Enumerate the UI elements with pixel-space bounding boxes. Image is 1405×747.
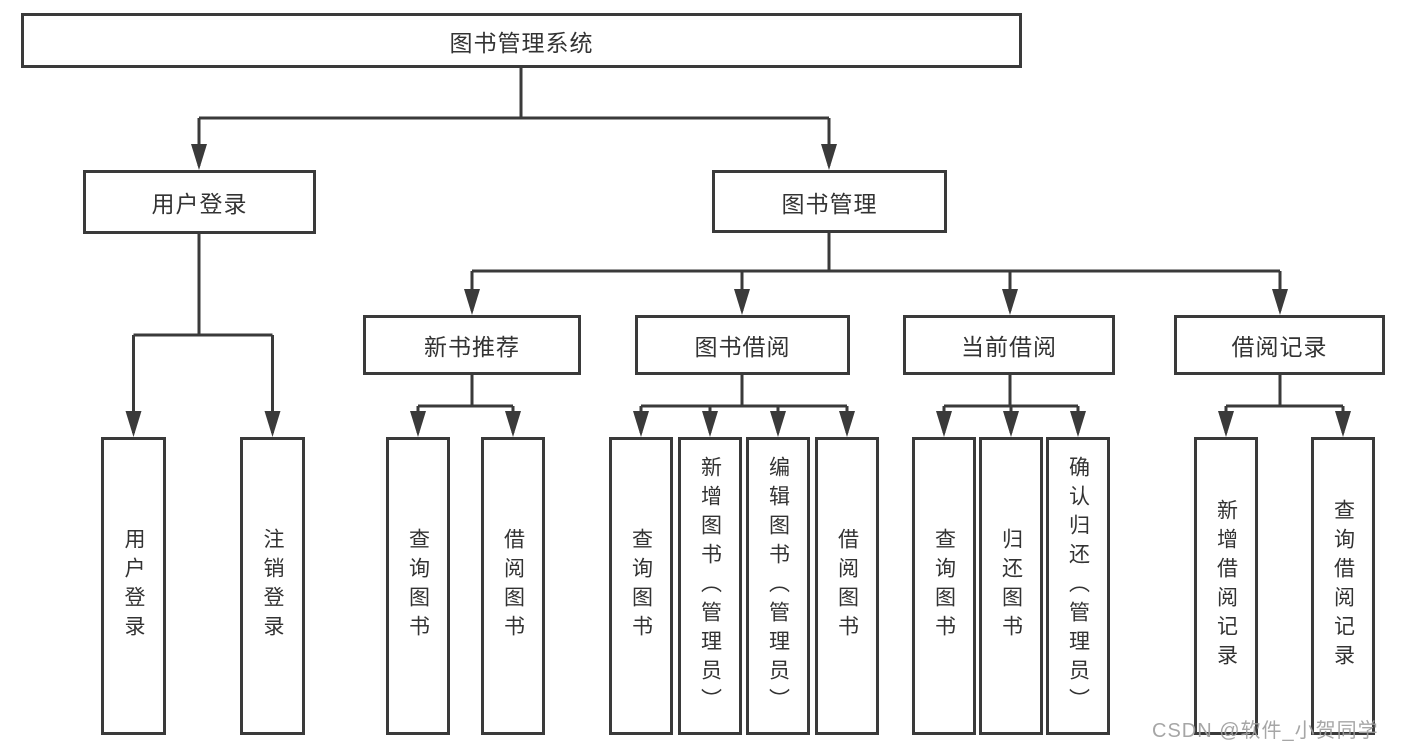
- leaf-logout: 注销登录: [240, 437, 305, 735]
- connector-new-book: [416, 375, 515, 433]
- leaf-add-book-admin: 新增图书（管理员）: [678, 437, 742, 735]
- connector-user-login: [132, 234, 274, 433]
- node-new-book-recommendation: 新书推荐: [363, 315, 581, 375]
- leaf-query-books-2: 查询图书: [609, 437, 673, 735]
- leaf-edit-book-admin: 编辑图书（管理员）: [746, 437, 810, 735]
- connector-book-management: [470, 233, 1282, 311]
- leaf-return-books: 归还图书: [979, 437, 1043, 735]
- leaf-add-borrow-record: 新增借阅记录: [1194, 437, 1258, 735]
- node-current-borrowing: 当前借阅: [903, 315, 1115, 375]
- leaf-query-borrow-record: 查询借阅记录: [1311, 437, 1375, 735]
- leaf-user-login: 用户登录: [101, 437, 166, 735]
- connector-book-borrow: [639, 375, 849, 433]
- arrowheads: [125, 144, 1351, 437]
- leaf-confirm-return-admin: 确认归还（管理员）: [1046, 437, 1110, 735]
- connector-borrow-record: [1224, 375, 1345, 433]
- watermark: CSDN @软件_小贺同学: [1152, 720, 1379, 742]
- connector-root: [197, 68, 831, 166]
- leaf-query-books: 查询图书: [386, 437, 450, 735]
- leaf-query-books-3: 查询图书: [912, 437, 976, 735]
- node-book-borrowing: 图书借阅: [635, 315, 850, 375]
- node-user-login: 用户登录: [83, 170, 316, 234]
- node-book-management: 图书管理: [712, 170, 947, 233]
- node-borrowing-records: 借阅记录: [1174, 315, 1385, 375]
- leaf-borrow-books: 借阅图书: [481, 437, 545, 735]
- node-library-management-system: 图书管理系统: [21, 13, 1022, 68]
- leaf-borrow-books-2: 借阅图书: [815, 437, 879, 735]
